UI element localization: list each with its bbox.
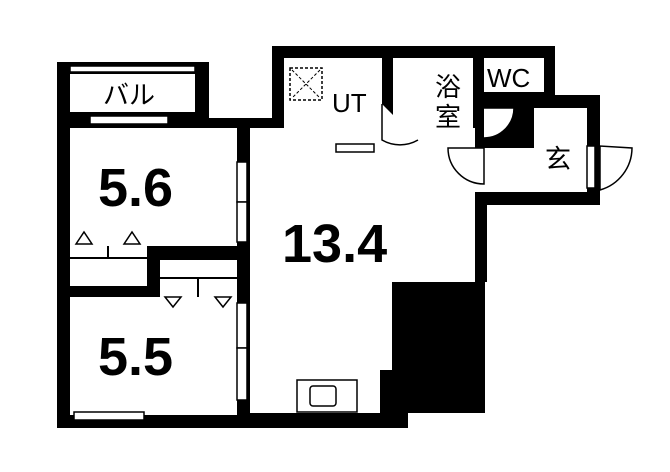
room-interiors [70, 58, 587, 415]
windows [69, 65, 596, 421]
bath-label-2: 室 [435, 103, 461, 133]
south-room [70, 297, 237, 415]
south-room-area: 5.5 [98, 327, 173, 387]
washer-pan-icon [289, 67, 323, 101]
kitchen-sink-icon [296, 379, 358, 413]
entrance-label: 玄 [545, 145, 571, 175]
west-room-area: 5.6 [98, 158, 173, 218]
toilet-room [484, 58, 544, 92]
storage [70, 230, 237, 309]
entrance-room [534, 108, 587, 192]
hall [475, 148, 535, 192]
utility-label: UT [332, 88, 367, 118]
toilet-label: WC [487, 63, 530, 93]
bath-label-1: 浴 [435, 73, 461, 103]
west-room [70, 128, 237, 246]
balcony-room [70, 74, 195, 112]
doors [381, 104, 633, 191]
balcony-label: バル [103, 81, 155, 111]
ldk-area: 13.4 [282, 214, 387, 274]
